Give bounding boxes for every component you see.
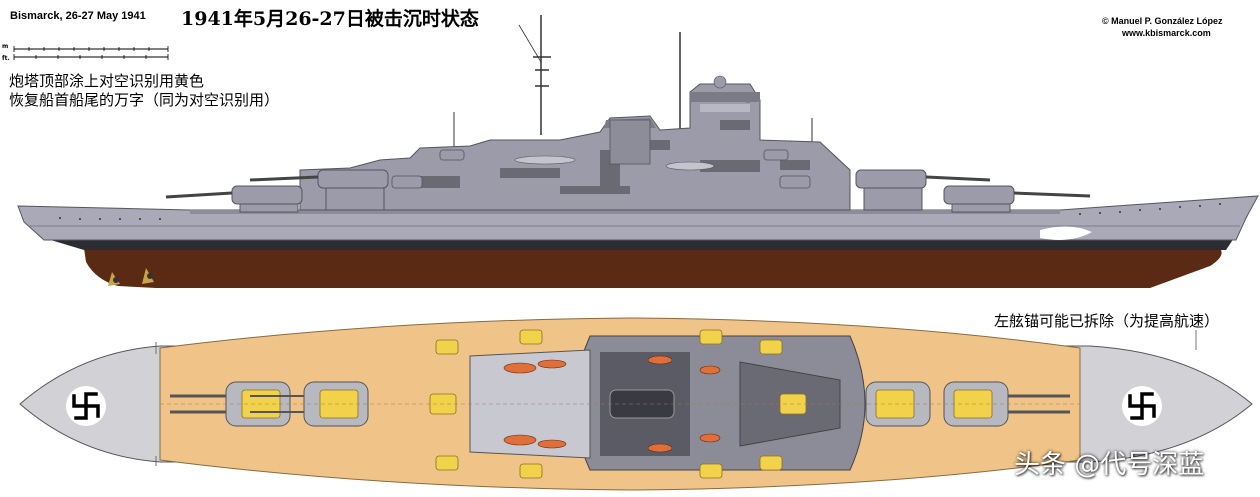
scale-bar bbox=[13, 46, 169, 60]
note-turret-tops: 炮塔顶部涂上对空识别用黄色 bbox=[9, 72, 205, 90]
propellers bbox=[108, 268, 154, 286]
portholes bbox=[59, 203, 1221, 220]
side-profile bbox=[17, 15, 1259, 288]
scale-unit-meters: m bbox=[2, 43, 9, 50]
watermark: 头条 @代号深蓝 bbox=[1014, 450, 1205, 480]
side-turrets bbox=[165, 149, 1091, 213]
swastika-icon bbox=[1122, 386, 1162, 426]
plan-view bbox=[19, 317, 1253, 491]
plan-markers bbox=[155, 330, 1197, 466]
note-anchor-removed: 左舷锚可能已拆除（为提高航速） bbox=[994, 312, 1220, 330]
boats bbox=[503, 355, 721, 453]
title-english: Bismarck, 26-27 May 1941 bbox=[10, 10, 146, 22]
credit-author: © Manuel P. González López bbox=[1102, 16, 1223, 26]
title-chinese: 1941年5月26-27日被击沉时状态 bbox=[181, 8, 479, 30]
note-swastika-restored: 恢复船首船尾的万字（同为对空识别用） bbox=[9, 91, 280, 109]
scale-unit-feet: ft. bbox=[2, 55, 10, 62]
credit-website: www.kbismarck.com bbox=[1122, 28, 1211, 38]
swastika-icon bbox=[66, 386, 106, 426]
